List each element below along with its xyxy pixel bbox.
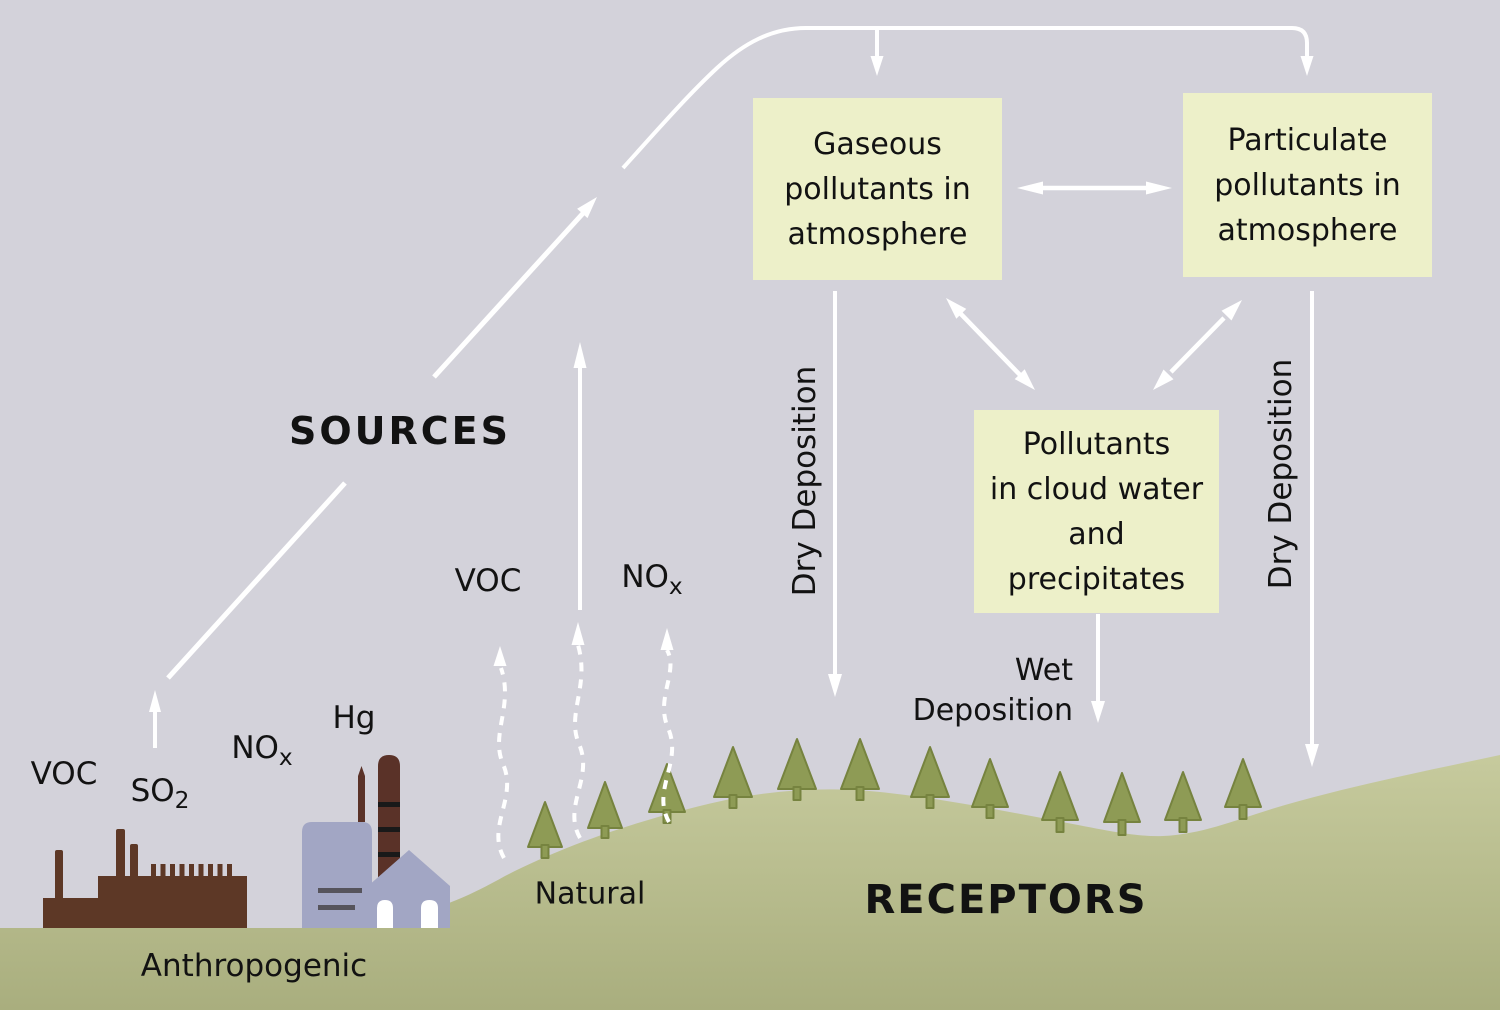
- hill: [0, 755, 1500, 1010]
- tree: [527, 801, 563, 859]
- hg-label: Hg: [332, 700, 376, 736]
- receptors-heading: RECEPTORS: [864, 877, 1148, 923]
- box-line: in cloud water: [989, 471, 1204, 507]
- wavy-emission-arrow: [661, 649, 675, 823]
- arrow-transport-to-particulate: [1300, 56, 1314, 76]
- transport-line: [621, 26, 1309, 170]
- wet-deposition-label: Wet Deposition: [913, 651, 1073, 731]
- thin-chimney: [358, 766, 365, 822]
- arrow-sources-to-atmosphere: [166, 197, 597, 680]
- box-line: Particulate: [1227, 122, 1388, 158]
- wet-deposition-line: Wet: [1014, 653, 1073, 688]
- wavy-arrowhead: [660, 628, 674, 650]
- box-line: atmosphere: [1217, 212, 1398, 248]
- box-line: Gaseous: [813, 126, 942, 162]
- nox-main: NO: [621, 559, 669, 595]
- arrow-anthropogenic-emissions: [149, 690, 161, 748]
- box-line: atmosphere: [787, 216, 968, 252]
- wavy-emission-arrows: [493, 622, 675, 859]
- house-door: [421, 900, 438, 928]
- box-line: pollutants in: [784, 171, 971, 207]
- nox-sub: x: [278, 744, 293, 772]
- nox-main: NO: [231, 730, 279, 766]
- voc-label-natural: VOC: [454, 563, 522, 599]
- smokestack: [378, 755, 400, 892]
- wavy-emission-arrow: [572, 644, 586, 839]
- tree: [587, 781, 623, 839]
- dry-deposition-label-left: Dry Deposition: [787, 365, 823, 597]
- wavy-arrowhead: [493, 646, 507, 666]
- gaseous-pollutants-box: Gaseous pollutants in atmosphere: [753, 98, 1002, 280]
- tree: [713, 746, 753, 809]
- arrow-particulate-cloud-exchange: [1153, 300, 1242, 390]
- transport-path: [621, 26, 1314, 170]
- tree: [840, 738, 880, 801]
- voc-label-anthropogenic: VOC: [30, 756, 98, 792]
- tree: [910, 746, 950, 809]
- tree: [971, 758, 1009, 819]
- arrow-gaseous-particulate-exchange: [1017, 181, 1172, 195]
- arrow-dry-deposition-left: [828, 291, 842, 697]
- house-stripes: [318, 888, 362, 910]
- arrow-natural-emissions: [573, 342, 587, 610]
- arrow-gaseous-cloud-exchange: [946, 298, 1035, 390]
- wet-deposition-line: Deposition: [912, 693, 1073, 728]
- tree: [1224, 758, 1262, 820]
- box-line: Pollutants: [1022, 426, 1171, 462]
- nox-label-natural: NOx: [621, 559, 682, 598]
- tree: [777, 738, 817, 801]
- smokestack-bands: [378, 802, 400, 857]
- tree: [1041, 771, 1079, 833]
- house-illustration: [302, 755, 450, 928]
- anthropogenic-label: Anthropogenic: [140, 948, 368, 984]
- tree-row: [527, 738, 1262, 859]
- wavy-emission-arrow: [496, 667, 510, 859]
- so2-label: SO2: [130, 773, 190, 812]
- nox-label-anthropogenic: NOx: [231, 730, 292, 769]
- house-door: [377, 900, 393, 928]
- tree: [1164, 771, 1202, 833]
- natural-label: Natural: [534, 876, 646, 912]
- box-line: and: [1068, 516, 1125, 552]
- sources-heading: SOURCES: [288, 409, 512, 453]
- particulate-pollutants-box: Particulate pollutants in atmosphere: [1183, 93, 1432, 277]
- nox-sub: x: [668, 573, 683, 601]
- house-main-building: [302, 822, 372, 928]
- wavy-arrowhead: [571, 622, 585, 645]
- arrow-dry-deposition-right: [1305, 291, 1319, 767]
- cloud-water-pollutants-box: Pollutants in cloud water and precipitat…: [974, 410, 1219, 613]
- box-line: pollutants in: [1214, 167, 1401, 203]
- so2-main: SO: [130, 773, 175, 809]
- box-line: precipitates: [1007, 561, 1186, 597]
- so2-sub: 2: [174, 787, 190, 815]
- arrow-transport-to-gaseous-head: [870, 56, 884, 76]
- factory-roof-vents: [151, 864, 232, 877]
- factory-illustration: [43, 829, 247, 928]
- tree: [1103, 772, 1141, 836]
- arrow-wet-deposition: [1091, 614, 1105, 723]
- dry-deposition-label-right: Dry Deposition: [1263, 358, 1299, 590]
